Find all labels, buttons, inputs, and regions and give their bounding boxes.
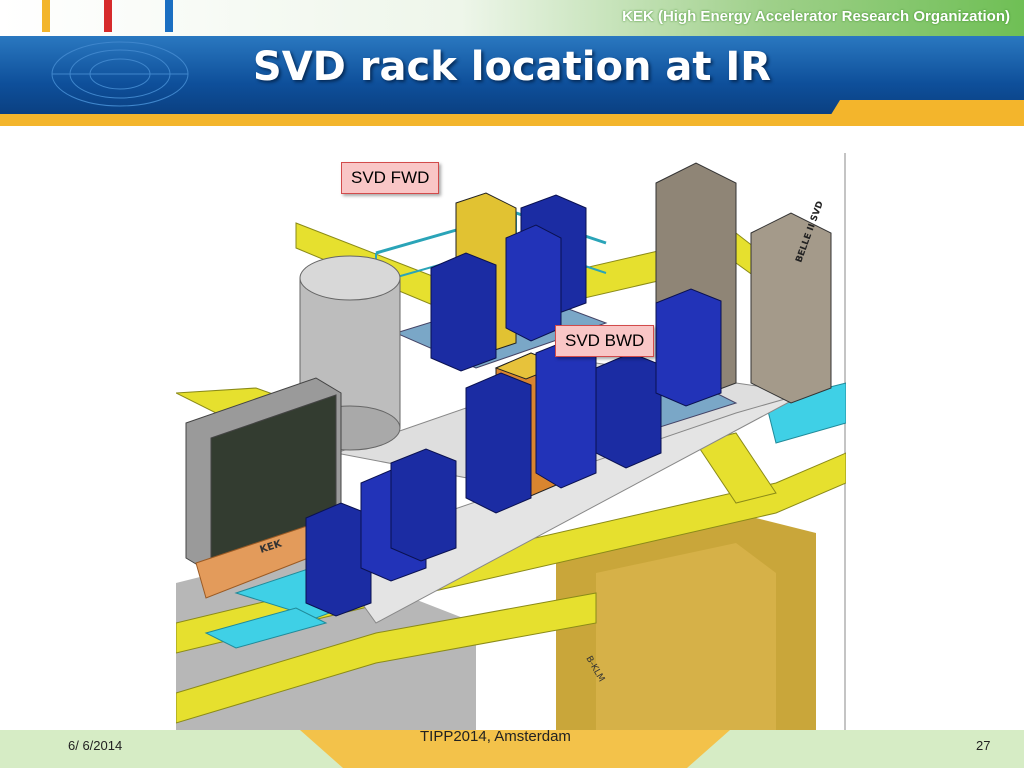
page-number: 27: [976, 738, 991, 753]
footer-date: 6/ 6/2014: [68, 738, 123, 753]
slide-title: SVD rack location at IR: [252, 44, 772, 90]
svd-fwd-callout: SVD FWD: [341, 162, 440, 194]
organization-name: KEK (High Energy Accelerator Research Or…: [622, 8, 1010, 25]
rack-layout-figure: B-KLM KEK BELLE II SVD: [176, 153, 846, 731]
footer-conference: TIPP2014, Amsterdam: [420, 728, 571, 745]
logo-stripe-yellow: [42, 0, 50, 32]
header-bar: KEK (High Energy Accelerator Research Or…: [0, 0, 1024, 36]
svd-bwd-callout: SVD BWD: [555, 325, 655, 357]
globe-watermark-icon: [51, 41, 189, 107]
footer-accent: [300, 730, 730, 768]
title-accent-band: [0, 114, 1024, 126]
logo-stripe-red: [104, 0, 112, 32]
logo-stripe-blue: [165, 0, 173, 32]
